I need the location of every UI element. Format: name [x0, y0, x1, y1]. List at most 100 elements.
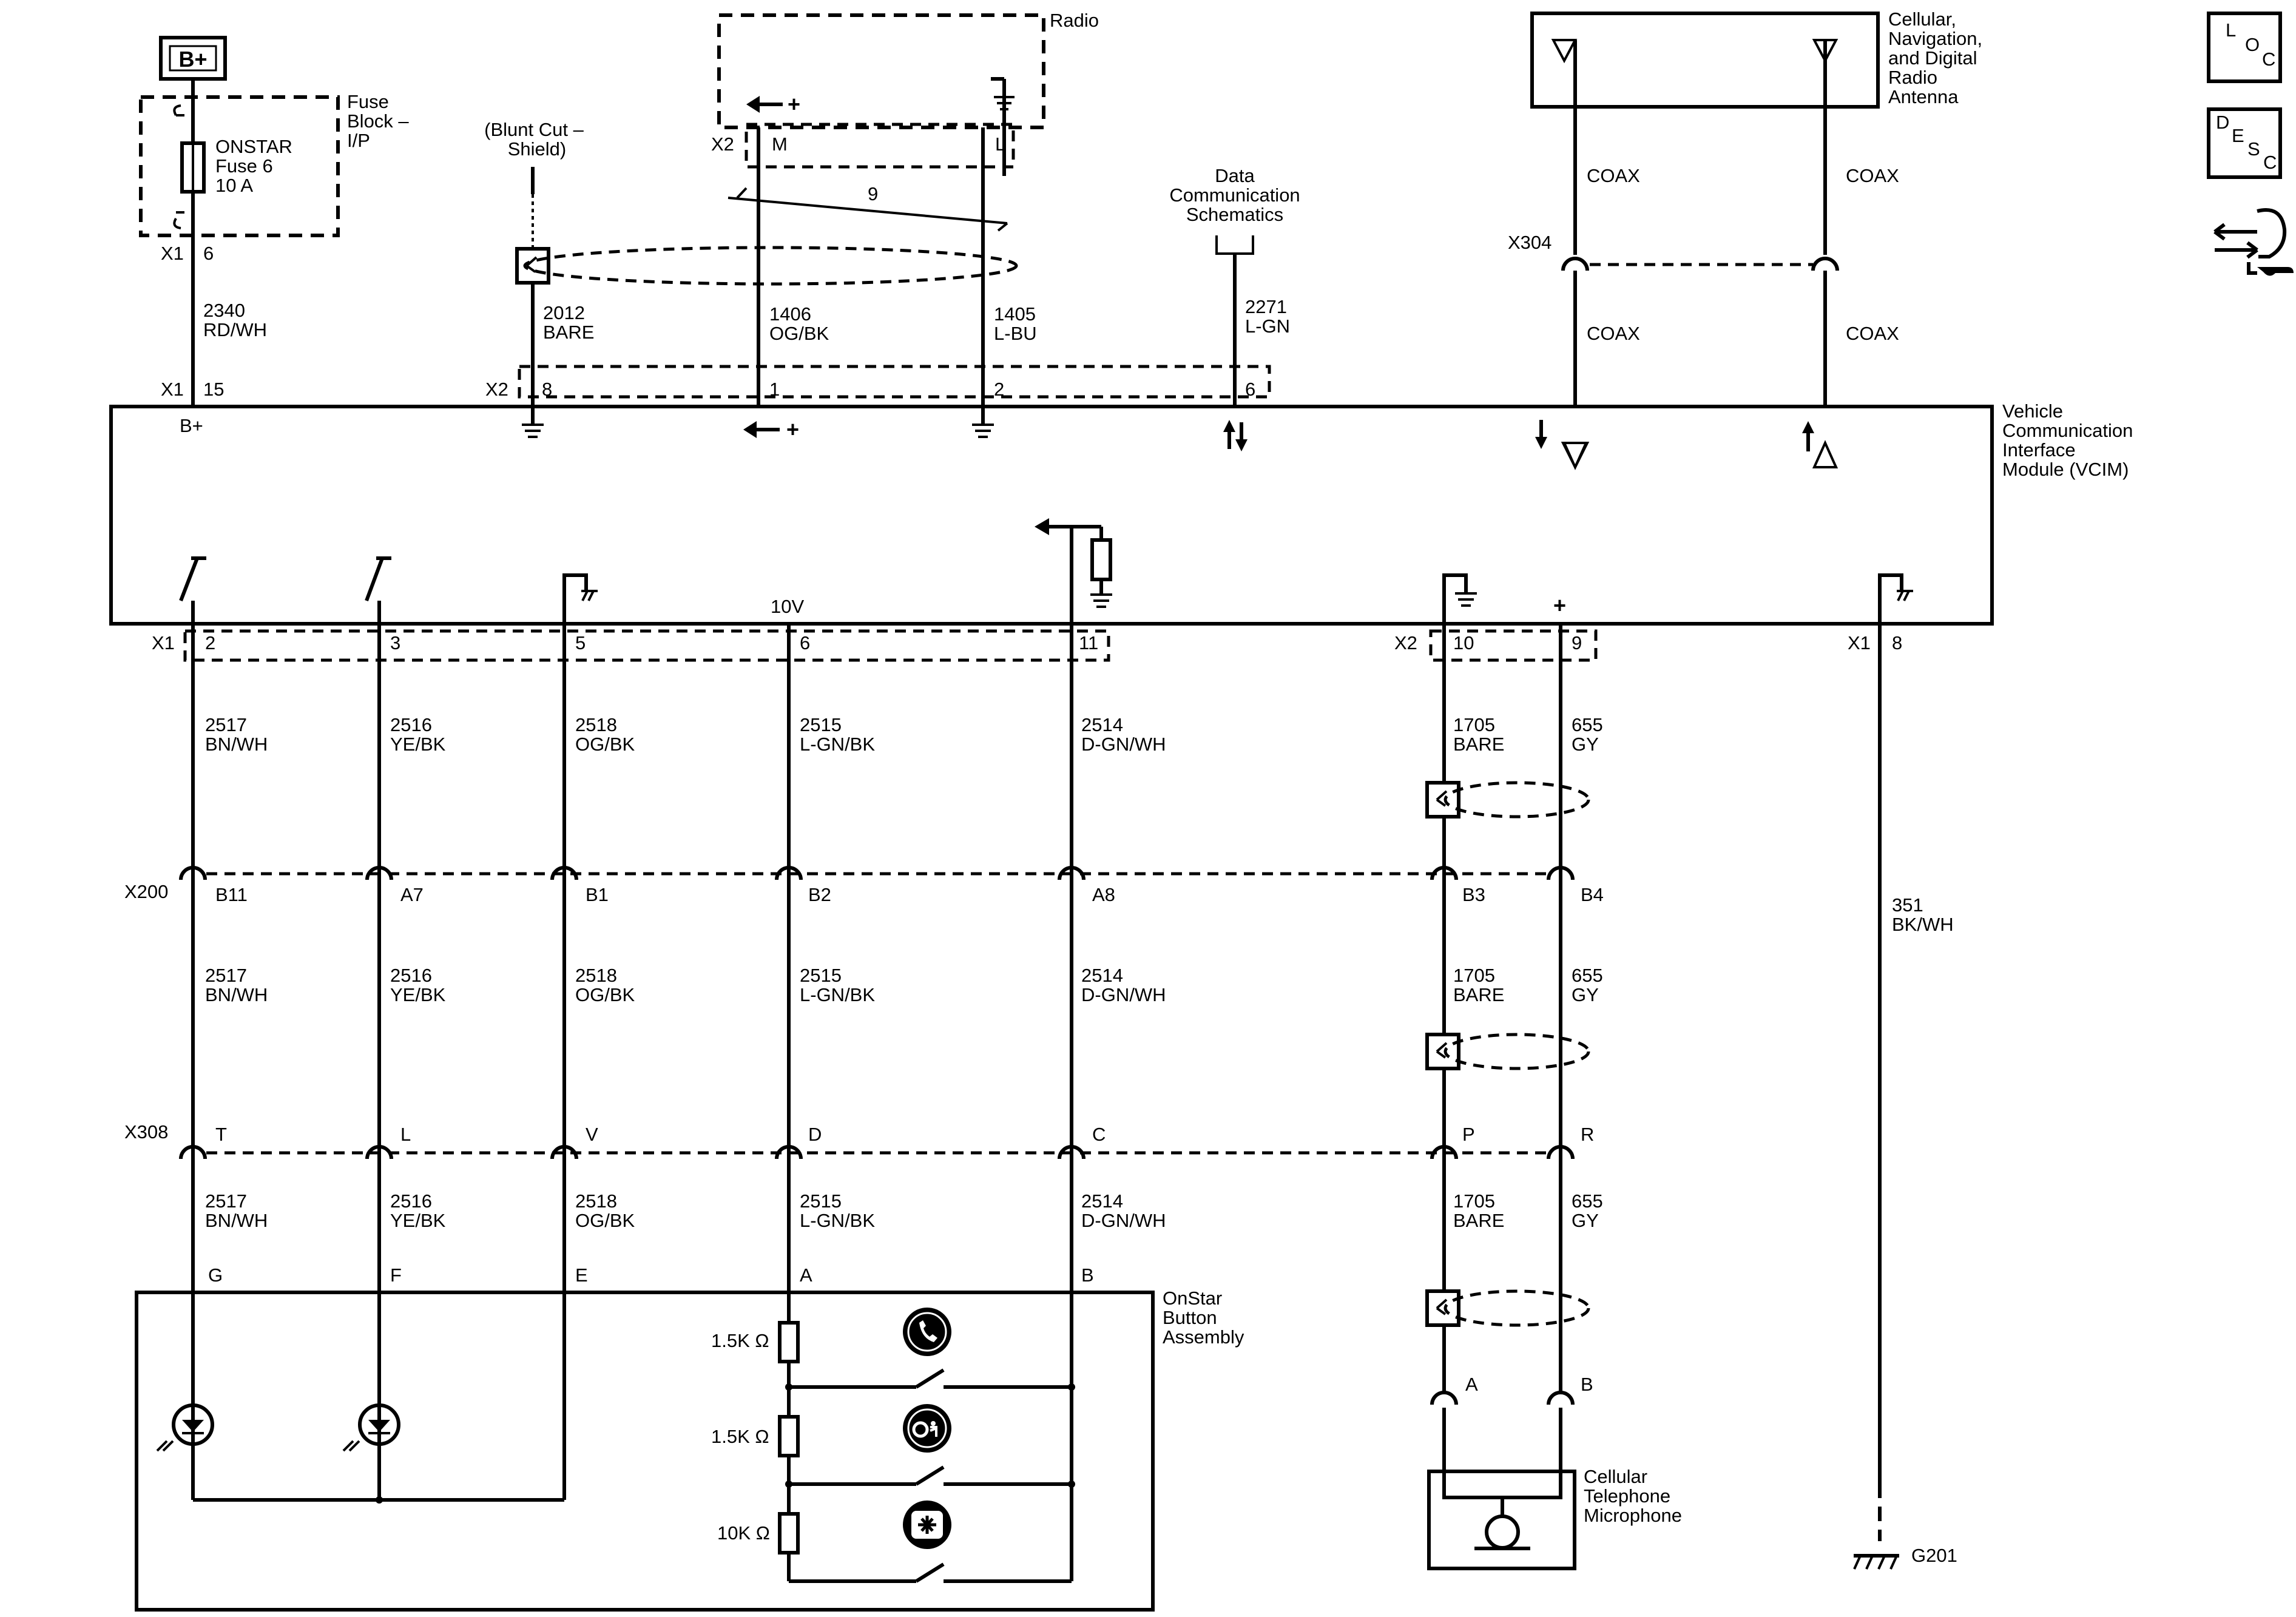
svg-text:B4: B4: [1581, 884, 1604, 905]
svg-text:10 A: 10 A: [215, 175, 253, 196]
connector-x308: X308: [124, 1121, 1547, 1155]
svg-text:2517: 2517: [205, 714, 247, 735]
connector-repair-icon[interactable]: [2213, 208, 2294, 276]
svg-text:2012: 2012: [543, 302, 585, 323]
svg-text:2340: 2340: [203, 300, 245, 321]
svg-text:BARE: BARE: [543, 322, 594, 343]
svg-text:351: 351: [1892, 894, 1923, 916]
svg-text:I/P: I/P: [347, 130, 370, 151]
vcim-module: Vehicle Communication Interface Module (…: [109, 400, 2133, 626]
svg-text:Button: Button: [1163, 1307, 1217, 1328]
svg-text:2516: 2516: [390, 1190, 432, 1212]
svg-text:2518: 2518: [575, 714, 617, 735]
svg-text:D-GN/WH: D-GN/WH: [1081, 984, 1166, 1005]
svg-text:C: C: [2262, 49, 2275, 70]
svg-text:BN/WH: BN/WH: [205, 1210, 268, 1231]
switch-input-2: [179, 556, 206, 624]
svg-text:O: O: [2245, 34, 2260, 55]
svg-text:Communication: Communication: [1169, 184, 1300, 206]
svg-text:L-GN/BK: L-GN/BK: [800, 734, 875, 755]
svg-text:1: 1: [769, 379, 780, 400]
svg-text:Schematics: Schematics: [1186, 204, 1283, 225]
svg-text:BARE: BARE: [1453, 1210, 1504, 1231]
svg-text:1405: 1405: [994, 303, 1036, 325]
svg-text:COAX: COAX: [1846, 165, 1899, 186]
svg-text:8: 8: [542, 379, 552, 400]
svg-text:L: L: [400, 1124, 411, 1145]
svg-text:P: P: [1462, 1124, 1475, 1145]
shield-middle: [1425, 1033, 1590, 1070]
svg-text:9: 9: [1572, 632, 1582, 653]
antenna-transmit-symbol: [1802, 421, 1838, 468]
svg-text:X1: X1: [161, 379, 184, 400]
svg-text:OnStar: OnStar: [1163, 1288, 1222, 1309]
svg-text:A7: A7: [400, 884, 424, 905]
svg-text:B+: B+: [180, 415, 203, 436]
svg-text:+: +: [1553, 593, 1566, 618]
svg-text:L-GN/BK: L-GN/BK: [800, 1210, 875, 1231]
svg-text:YE/BK: YE/BK: [390, 984, 446, 1005]
x308-terminals: [179, 1145, 1575, 1160]
svg-text:YE/BK: YE/BK: [390, 734, 446, 755]
description-button[interactable]: D E S C: [2207, 107, 2282, 179]
svg-text:1.5K Ω: 1.5K Ω: [711, 1426, 769, 1447]
led-indicator-right: [342, 1403, 400, 1452]
svg-text:9: 9: [868, 183, 878, 204]
svg-text:D-GN/WH: D-GN/WH: [1081, 734, 1166, 755]
svg-text:15: 15: [203, 379, 224, 400]
svg-text:GY: GY: [1572, 734, 1599, 755]
svg-text:S: S: [2247, 138, 2260, 160]
svg-text:10K Ω: 10K Ω: [717, 1522, 770, 1544]
cellular-navigation-antenna: Cellular, Navigation, and Digital Radio …: [1530, 8, 1982, 109]
fuse-block-ip: Fuse Block – I/P: [139, 91, 409, 237]
svg-text:A: A: [800, 1264, 812, 1286]
svg-text:F: F: [390, 1264, 402, 1286]
svg-text:1.5K Ω: 1.5K Ω: [711, 1330, 769, 1351]
ground-symbol-shield: [522, 407, 544, 438]
svg-text:OG/BK: OG/BK: [575, 734, 635, 755]
ground-g201: G201: [1853, 1545, 1957, 1570]
svg-text:+: +: [788, 92, 800, 116]
svg-text:BN/WH: BN/WH: [205, 984, 268, 1005]
svg-text:Block –: Block –: [347, 110, 409, 132]
svg-text:3: 3: [390, 632, 400, 653]
svg-text:8: 8: [1892, 632, 1902, 653]
svg-text:YE/BK: YE/BK: [390, 1210, 446, 1231]
battery-power-source: B+: [159, 36, 227, 81]
svg-text:Radio: Radio: [1888, 67, 1937, 88]
svg-text:B2: B2: [808, 884, 831, 905]
antenna-receive-symbol: [1535, 420, 1590, 470]
svg-text:C: C: [2263, 152, 2277, 173]
svg-text:X1: X1: [152, 632, 175, 653]
svg-text:X308: X308: [124, 1121, 168, 1143]
svg-text:Interface: Interface: [2002, 439, 2076, 461]
svg-text:D-GN/WH: D-GN/WH: [1081, 1210, 1166, 1231]
ground-symbol-8: [1878, 573, 1913, 624]
radio-module: Radio + X2 M L: [711, 10, 1099, 176]
onstar-button-icon: [903, 1404, 951, 1453]
svg-text:Fuse: Fuse: [347, 91, 389, 112]
svg-text:B1: B1: [586, 884, 609, 905]
location-button[interactable]: L O C: [2207, 12, 2282, 83]
svg-text:V: V: [586, 1124, 598, 1145]
svg-text:X2: X2: [1394, 632, 1417, 653]
svg-text:OG/BK: OG/BK: [575, 984, 635, 1005]
svg-text:Navigation,: Navigation,: [1888, 28, 1982, 49]
svg-text:X1: X1: [1848, 632, 1871, 653]
svg-text:2514: 2514: [1081, 714, 1123, 735]
svg-text:1705: 1705: [1453, 714, 1495, 735]
svg-text:G: G: [208, 1264, 223, 1286]
svg-text:11: 11: [1079, 632, 1098, 653]
svg-text:X1: X1: [161, 243, 184, 264]
svg-text:OG/BK: OG/BK: [769, 323, 829, 344]
svg-text:2517: 2517: [205, 965, 247, 986]
svg-text:2: 2: [994, 379, 1004, 400]
svg-text:E: E: [2232, 125, 2244, 146]
svg-text:OG/BK: OG/BK: [575, 1210, 635, 1231]
svg-text:(Blunt Cut –: (Blunt Cut –: [484, 119, 584, 140]
blunt-cut-shield: (Blunt Cut – Shield) 2012 BARE: [484, 119, 1018, 407]
svg-text:BARE: BARE: [1453, 734, 1504, 755]
resistor-ladder: 1.5K Ω 1.5K Ω 10K Ω: [711, 1321, 1075, 1583]
svg-text:B: B: [1581, 1374, 1593, 1395]
data-communication-link: Data Communication Schematics 2271 L-GN: [1169, 165, 1300, 407]
